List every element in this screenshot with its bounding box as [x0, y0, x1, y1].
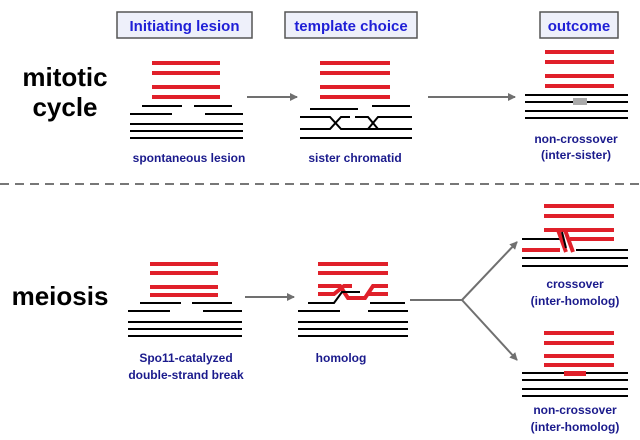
header-box — [539, 11, 619, 39]
caption-spontaneous-lesion: spontaneous lesion — [133, 151, 246, 165]
header-box — [284, 11, 418, 39]
header-label: Initiating lesion — [129, 18, 239, 35]
arrow-to-crossover — [461, 241, 518, 301]
homolog-strand — [318, 284, 352, 296]
caption-noncrossover-line2: (inter-sister) — [541, 148, 611, 162]
displaced-strand — [355, 116, 412, 130]
meiosis-noncrossover-duplex — [522, 331, 628, 397]
header-outcome: outcome — [539, 11, 619, 39]
mitotic-spontaneous-lesion-duplex — [130, 61, 243, 139]
mitotic-sister-chromatid-duplex — [300, 61, 412, 139]
caption-noncrossover-meiosis-line1: non-crossover — [533, 403, 617, 417]
row-label-meiosis: meiosis — [12, 281, 109, 311]
invading-strand — [308, 291, 360, 304]
mitotic-noncrossover-duplex — [525, 50, 628, 119]
caption-sister-chromatid: sister chromatid — [308, 151, 401, 165]
meiosis-homolog-duplex — [298, 262, 408, 337]
invading-strand — [355, 116, 379, 130]
header-label: template choice — [294, 18, 407, 35]
caption-noncrossover-meiosis-line2: (inter-homolog) — [531, 420, 620, 434]
meiosis-dsb-duplex — [128, 262, 242, 337]
caption-spo11-line2: double-strand break — [128, 368, 244, 382]
crossover-junction — [563, 229, 575, 253]
header-initiating-lesion: Initiating lesion — [116, 11, 253, 39]
invading-strand — [300, 116, 412, 130]
header-box — [116, 11, 253, 39]
displaced-strand — [300, 116, 350, 130]
gene-conversion-patch — [564, 371, 586, 376]
crossover-junction — [561, 231, 567, 249]
row-label-mitotic: mitotic — [22, 62, 107, 92]
caption-noncrossover-line1: non-crossover — [534, 132, 618, 146]
homolog-strand — [318, 284, 388, 300]
caption-crossover-line2: (inter-homolog) — [531, 294, 620, 308]
row-label-cycle: cycle — [32, 92, 97, 122]
meiosis-crossover-duplex — [522, 204, 628, 267]
caption-homolog: homolog — [316, 351, 367, 365]
header-label: outcome — [548, 18, 611, 35]
header-template-choice: template choice — [284, 11, 418, 39]
caption-spo11-line1: Spo11-catalyzed — [139, 351, 232, 365]
arrow-to-noncrossover — [461, 299, 518, 361]
crossover-junction — [556, 229, 568, 253]
repair-patch — [573, 98, 587, 105]
caption-crossover-line1: crossover — [546, 277, 604, 291]
